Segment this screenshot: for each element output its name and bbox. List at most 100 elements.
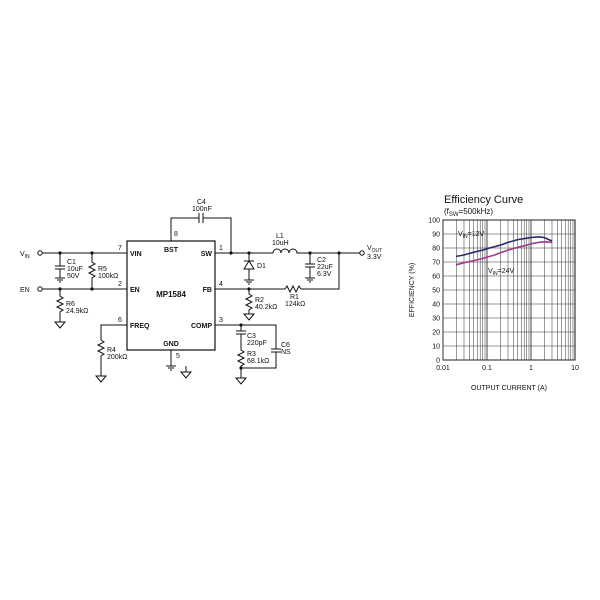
- pin-number-en: 2: [118, 281, 122, 288]
- pin-label-vin: VIN: [130, 251, 142, 258]
- y-tick-label: 30: [432, 316, 440, 323]
- y-tick-label: 10: [432, 344, 440, 351]
- c6-ref: C6: [281, 342, 290, 349]
- ground-icon: [166, 365, 176, 371]
- x-tick-label: 0.1: [482, 365, 492, 372]
- r3-resistor: [236, 346, 246, 378]
- comp-wire: [215, 324, 242, 331]
- ground-icon: [234, 377, 248, 385]
- vin-label: VIN: [20, 251, 30, 260]
- c3-value: 220pF: [247, 340, 267, 347]
- junction: [239, 366, 243, 370]
- vout-value: 3.3V: [367, 254, 382, 261]
- pin-number-comp: 3: [219, 317, 223, 324]
- c1-ref: C1: [67, 259, 76, 266]
- ground-icon: [53, 321, 67, 329]
- r3-value: 68.1kΩ: [247, 358, 269, 365]
- l1-ref: L1: [276, 233, 284, 240]
- l1-value: 10uH: [272, 240, 289, 247]
- x-tick-label: 10: [571, 365, 579, 372]
- y-tick-label: 90: [432, 232, 440, 239]
- c4-capacitor: [198, 213, 204, 223]
- x-tick-label: 0.01: [436, 365, 450, 372]
- c3-ref: C3: [247, 333, 256, 340]
- c1-capacitor: [55, 253, 65, 278]
- c4-ref: C4: [197, 199, 206, 206]
- y-tick-label: 40: [432, 302, 440, 309]
- y-tick-label: 80: [432, 246, 440, 253]
- c2-capacitor: [305, 253, 315, 278]
- r2-ref: R2: [255, 297, 264, 304]
- r4-value: 200kΩ: [107, 354, 127, 361]
- efficiency-chart: Efficiency Curve (fSW=500kHz) 0 10 20 30 40 5…: [409, 194, 579, 392]
- d1-diode: [243, 253, 255, 280]
- series-label-24v: VIN=24V: [488, 268, 515, 277]
- en-terminal: [37, 286, 43, 292]
- schematic: MP1584 BST VIN SW EN FB FREQ COMP GND 8 …: [20, 199, 382, 385]
- freq-wire: [100, 324, 127, 340]
- r1-resistor: [284, 253, 340, 294]
- y-tick-label: 100: [428, 218, 440, 225]
- y-tick-label: 20: [432, 330, 440, 337]
- chart-subtitle: (fSW=500kHz): [444, 207, 493, 218]
- series-label-12v: VIN=12V: [458, 231, 485, 240]
- grid: [442, 219, 575, 361]
- c2-value: 22uF: [317, 264, 333, 271]
- r2-resistor: [244, 289, 254, 314]
- c6-value: NS: [281, 349, 291, 356]
- x-tick-labels: 0.01 0.1 1 10: [436, 365, 579, 372]
- vin-terminal: [37, 250, 43, 256]
- ic-body: [126, 240, 216, 351]
- pin-label-fb: FB: [203, 287, 212, 294]
- ground-icon: [94, 375, 108, 383]
- r5-value: 100kΩ: [98, 273, 118, 280]
- x-axis-label: OUTPUT CURRENT (A): [471, 385, 547, 392]
- pin-number-bst: 8: [174, 231, 178, 238]
- pin-number-fb: 4: [219, 281, 223, 288]
- r5-ref: R5: [98, 266, 107, 273]
- ground-icon: [244, 279, 254, 285]
- y-tick-label: 70: [432, 260, 440, 267]
- r1-ref: R1: [290, 294, 299, 301]
- pin-label-freq: FREQ: [130, 323, 150, 330]
- y-axis-label: EFFICIENCY (%): [409, 263, 416, 317]
- y-tick-labels: 0 10 20 30 40 50 60 70 80 90 100: [428, 218, 440, 365]
- pin-number-gnd: 5: [176, 353, 180, 360]
- bst-wire: [170, 217, 232, 253]
- y-tick-label: 60: [432, 274, 440, 281]
- c2-ref: C2: [317, 257, 326, 264]
- c4-value: 100nF: [192, 206, 212, 213]
- pin-number-sw: 1: [219, 245, 223, 252]
- c6-capacitor: [241, 324, 281, 369]
- r5-resistor: [87, 253, 97, 289]
- series-line-vin-24v: [455, 240, 553, 266]
- pin-label-en: EN: [130, 287, 140, 294]
- en-label: EN: [20, 287, 30, 294]
- r6-value: 24.9kΩ: [66, 308, 88, 315]
- r6-resistor: [55, 289, 65, 322]
- pin-label-gnd: GND: [163, 341, 179, 348]
- ground-icon: [179, 366, 193, 379]
- y-tick-label: 0: [436, 358, 440, 365]
- d1-ref: D1: [257, 263, 266, 270]
- c1-rating: 50V: [67, 273, 80, 280]
- c3-capacitor: [236, 330, 246, 346]
- ground-icon: [242, 313, 256, 321]
- x-tick-label: 1: [529, 365, 533, 372]
- junction: [239, 323, 243, 327]
- chart-title: Efficiency Curve: [444, 194, 523, 206]
- y-tick-label: 50: [432, 288, 440, 295]
- r4-ref: R4: [107, 347, 116, 354]
- ic-name: MP1584: [156, 290, 186, 299]
- pin-label-bst: BST: [164, 247, 179, 254]
- r2-value: 40.2kΩ: [255, 304, 277, 311]
- c1-value: 10uF: [67, 266, 83, 273]
- r1-value: 124kΩ: [285, 301, 305, 308]
- ground-icon: [55, 277, 65, 283]
- pin-number-vin: 7: [118, 245, 122, 252]
- pin-number-freq: 6: [118, 317, 122, 324]
- l1-inductor: [272, 248, 360, 254]
- pin-label-sw: SW: [201, 251, 213, 258]
- r3-ref: R3: [247, 351, 256, 358]
